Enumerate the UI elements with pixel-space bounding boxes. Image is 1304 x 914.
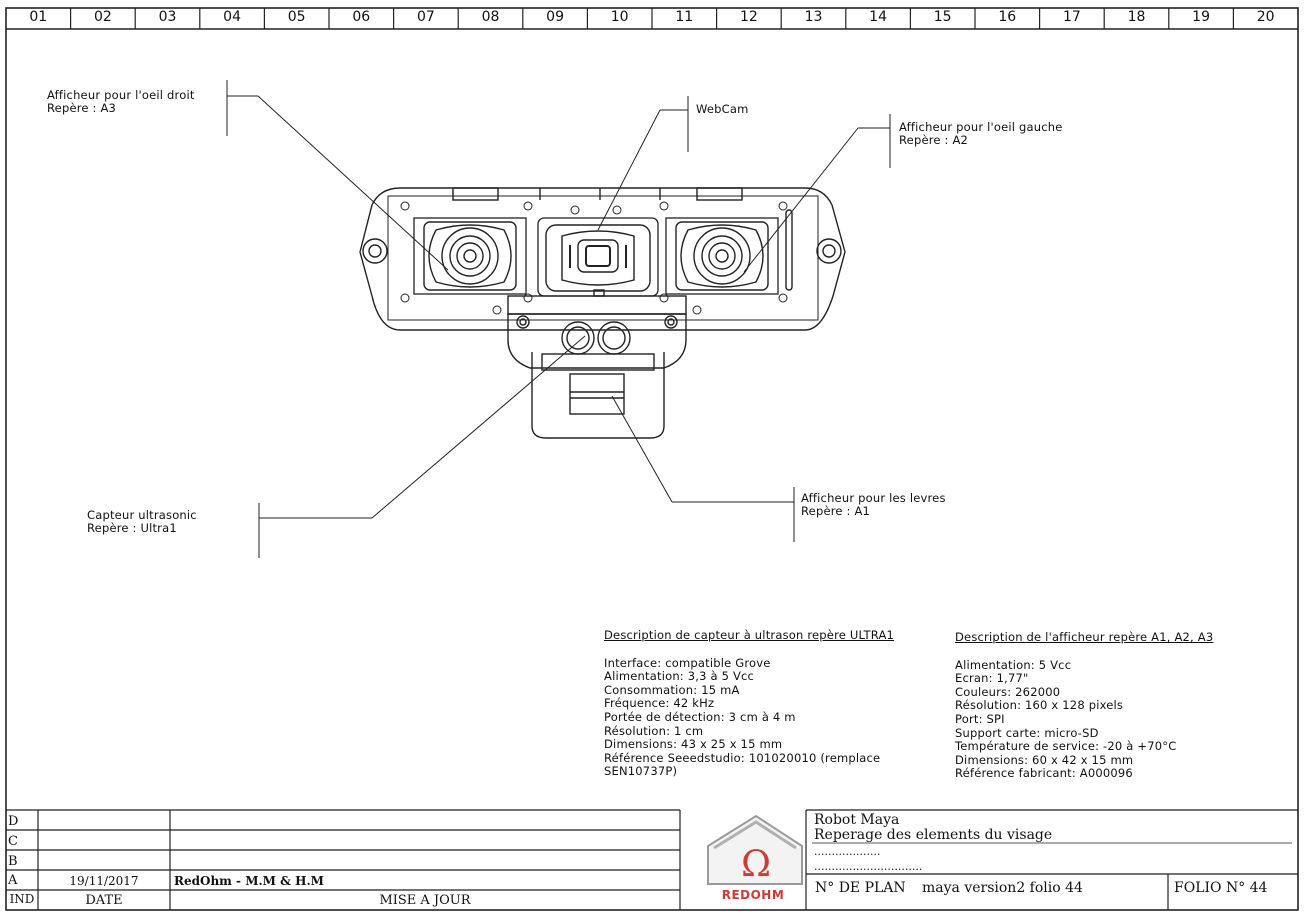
ultrasonic-spec-line: Résolution: 1 cm [604, 723, 704, 738]
title-dots-1: ................... [814, 845, 881, 858]
revision-letter-a: A [8, 873, 18, 888]
display-spec-line: Support carte: micro-SD [955, 725, 1099, 740]
callout-right-eye-ref: Repère : A3 [47, 101, 117, 115]
robot-face-drawing [359, 187, 846, 439]
zone-number: 17 [1062, 9, 1081, 25]
redohm-logo-graphic [707, 814, 803, 885]
display-spec-line: Couleurs: 262000 [955, 684, 1061, 699]
display-spec-line: Port: SPI [955, 711, 1005, 726]
zone-number: 08 [481, 9, 500, 25]
revision-letter-ind: IND [9, 892, 35, 906]
zone-number: 04 [223, 9, 241, 25]
zone-number: 15 [933, 9, 952, 25]
zone-number: 02 [93, 9, 112, 25]
ultrasonic-spec-line: Référence Seeedstudio: 101020010 (rempla… [604, 750, 881, 765]
callout-lips-ref: Repère : A1 [801, 504, 871, 518]
zone-number: 01 [29, 9, 48, 25]
zone-number: 13 [804, 9, 823, 25]
callout-right-eye-title: Afficheur pour l'oeil droit [47, 88, 195, 102]
callout-lips-title: Afficheur pour les levres [801, 491, 946, 505]
callout-left-eye-title: Afficheur pour l'oeil gauche [899, 120, 1063, 134]
display-spec-line: Alimentation: 5 Vcc [955, 657, 1072, 672]
callout-ultrasonic-ref: Repère : Ultra1 [87, 521, 177, 535]
callout-webcam: WebCam [696, 103, 749, 116]
zone-number: 16 [998, 9, 1017, 25]
title-line-2: Reperage des elements du visage [814, 827, 1053, 843]
ultrasonic-spec-line: Fréquence: 42 kHz [604, 696, 715, 711]
ultrasonic-spec-line: SEN10737P) [604, 764, 678, 779]
ultrasonic-description-title: Description de capteur à ultrason repère… [604, 628, 895, 642]
revision-header-update: MISE A JOUR [379, 893, 471, 908]
zone-number: 12 [739, 9, 758, 25]
callout-webcam-title: WebCam [696, 102, 749, 116]
callout-right-eye: Afficheur pour l'oeil droit Repère : A3 [47, 89, 195, 115]
ultrasonic-spec-line: Interface: compatible Grove [604, 655, 771, 670]
revision-letter-c: C [8, 834, 18, 849]
zone-number: 07 [416, 9, 435, 25]
display-spec-line: Ecran: 1,77" [955, 671, 1029, 686]
zone-number: 05 [287, 9, 306, 25]
zone-number: 03 [158, 9, 177, 25]
ultrasonic-spec-line: Alimentation: 3,3 à 5 Vcc [604, 669, 755, 684]
revision-letter-d: D [8, 814, 19, 829]
display-description-title: Description de l'afficheur repère A1, A2… [955, 630, 1214, 644]
leader-lines [226, 80, 891, 558]
zone-number: 11 [675, 9, 694, 25]
revision-a-update: RedOhm - M.M & H.M [174, 874, 324, 888]
redohm-logo-text: REDOHM [721, 888, 785, 902]
zone-number: 18 [1127, 9, 1146, 25]
zone-number: 10 [610, 9, 629, 25]
callout-left-eye-ref: Repère : A2 [899, 133, 969, 147]
callout-ultrasonic-title: Capteur ultrasonic [87, 508, 197, 522]
zone-number: 19 [1192, 9, 1210, 25]
callout-left-eye: Afficheur pour l'oeil gauche Repère : A2 [899, 121, 1063, 147]
plan-number-label: N° DE PLAN [815, 880, 906, 896]
ultrasonic-spec-line: Consommation: 15 mA [604, 682, 740, 697]
revision-letter-b: B [8, 854, 18, 869]
revision-a-date: 19/11/2017 [69, 874, 139, 888]
zone-number: 06 [352, 9, 371, 25]
revision-table-lines [6, 809, 681, 910]
ultrasonic-spec-line: Dimensions: 43 x 25 x 15 mm [604, 737, 783, 752]
title-dots-2: ............................... [814, 860, 923, 873]
display-spec-line: Résolution: 160 x 128 pixels [955, 698, 1124, 713]
zone-number: 20 [1256, 9, 1275, 25]
title-block-lines [805, 809, 1298, 910]
ultrasonic-spec-line: Portée de détection: 3 cm à 4 m [604, 709, 796, 724]
revision-header-date: DATE [85, 893, 123, 908]
display-spec-line: Température de service: -20 à +70°C [955, 739, 1177, 754]
title-line-1: Robot Maya [814, 812, 900, 828]
zone-number: 09 [546, 9, 564, 25]
display-spec-line: Dimensions: 60 x 42 x 15 mm [955, 752, 1134, 767]
zone-number: 14 [869, 9, 887, 25]
callout-ultrasonic: Capteur ultrasonic Repère : Ultra1 [87, 509, 197, 535]
display-spec-line: Référence fabricant: A000096 [955, 766, 1133, 781]
folio-number: FOLIO N° 44 [1174, 880, 1268, 896]
ultrasonic-description: Description de capteur à ultrason repère… [604, 628, 895, 779]
display-description: Description de l'afficheur repère A1, A2… [955, 630, 1214, 781]
plan-number-value: maya version2 folio 44 [922, 880, 1083, 896]
omega-symbol: Ω [741, 844, 771, 885]
callout-lips: Afficheur pour les levres Repère : A1 [801, 492, 946, 518]
